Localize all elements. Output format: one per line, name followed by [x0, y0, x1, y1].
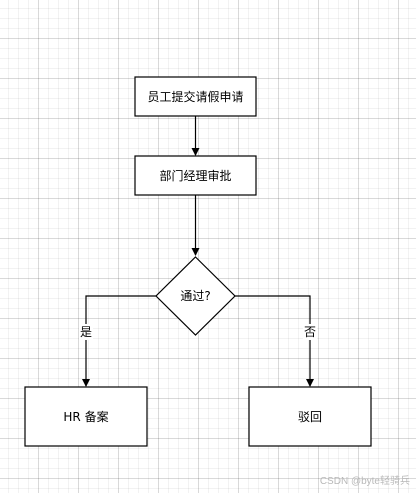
watermark: CSDN @byte轻骑兵: [319, 476, 410, 487]
node-dept-review-box: [134, 155, 257, 196]
node-hr-file[interactable]: HR 备案: [24, 386, 148, 447]
node-hr-file-label: HR 备案: [63, 409, 108, 424]
node-submit-label: 员工提交请假申请: [147, 89, 243, 104]
node-reject-box: [248, 386, 372, 447]
node-dept-review[interactable]: 部门经理审批: [134, 155, 257, 196]
node-submit-box: [134, 76, 257, 117]
node-decision-diamond: [155, 256, 236, 336]
node-submit[interactable]: 员工提交请假申请: [134, 76, 257, 117]
edge-no-label-bg: [303, 324, 317, 340]
node-decision[interactable]: 通过?: [155, 256, 236, 336]
edge-no-label: 否: [304, 325, 316, 339]
node-hr-file-box: [24, 386, 148, 447]
node-reject-label: 驳回: [298, 410, 322, 424]
node-decision-label: 通过?: [180, 289, 210, 303]
edge-yes-label-bg: [79, 324, 93, 340]
node-reject[interactable]: 驳回: [248, 386, 372, 447]
edge-decision-yes: [82, 295, 156, 387]
edge-yes-label: 是: [80, 325, 92, 339]
edge-decision-no: [235, 295, 314, 387]
node-dept-review-label: 部门经理审批: [159, 168, 231, 183]
